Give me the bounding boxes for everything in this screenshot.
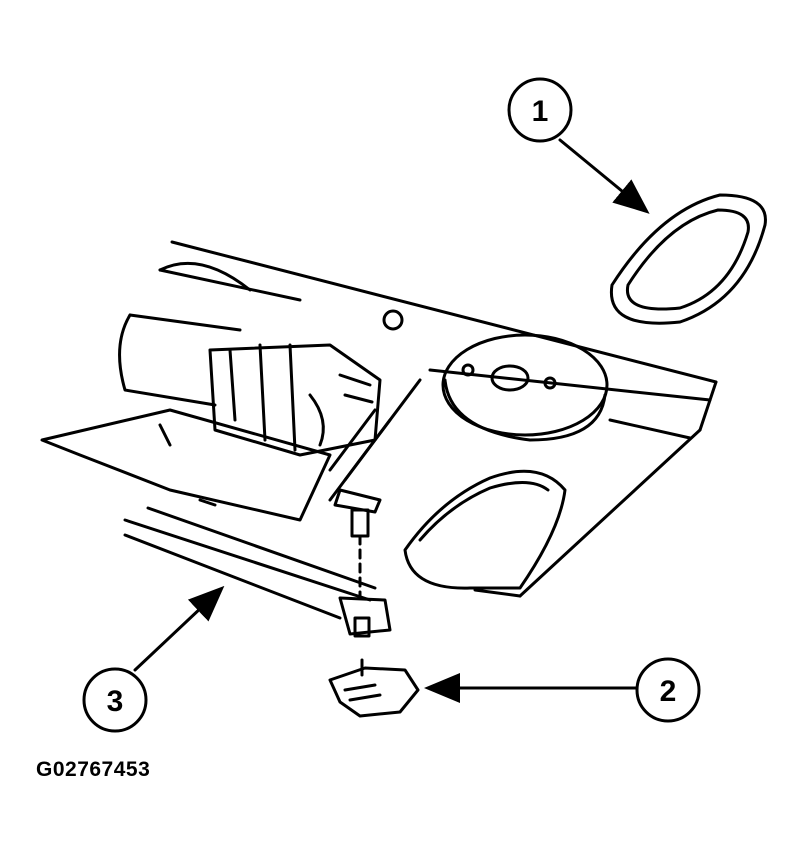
figure-id: G02767453 <box>36 758 151 781</box>
callout-2-label: 2 <box>660 675 677 708</box>
callout-1-label: 1 <box>532 95 549 128</box>
panel-opening <box>403 469 567 590</box>
panel-boss <box>441 333 609 442</box>
wiper-motor <box>118 313 382 457</box>
callout-3-leader <box>133 585 225 672</box>
callout-3-circle <box>82 667 148 733</box>
wiper-cover-clip <box>328 658 420 718</box>
callout-1-leader <box>558 138 650 214</box>
callout-2-circle <box>635 657 701 723</box>
callout-3-label: 3 <box>107 685 124 718</box>
wiper-arm <box>123 506 392 638</box>
callout-1-circle <box>507 77 573 143</box>
wiper-linkage <box>328 408 392 600</box>
gasket-seal <box>609 193 767 325</box>
motor-bracket <box>40 408 332 522</box>
cowl-panel <box>158 240 718 598</box>
